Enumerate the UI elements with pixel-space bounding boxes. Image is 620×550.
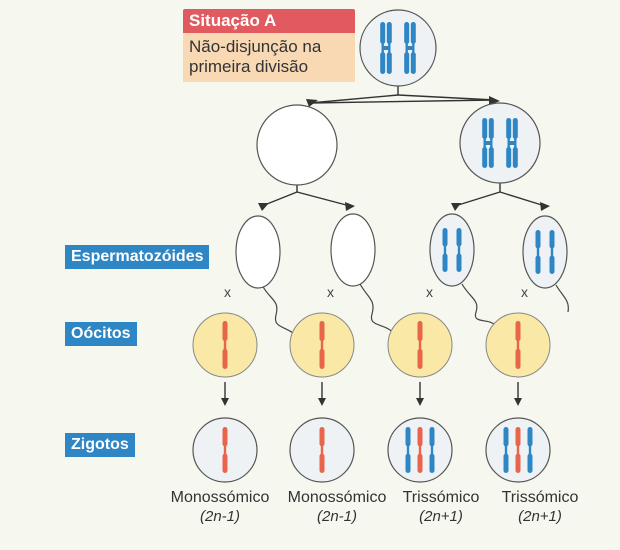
daughter-chromosome-2 [506,118,518,168]
sperm-tail [261,284,301,341]
result-caption-1: Monossómico (2n-1) [155,488,285,526]
zygote-1 [192,417,258,483]
zygote-chromosome-3-red [417,427,423,473]
sperm-chromosome-4-a [535,230,541,274]
down-arrows [221,382,522,406]
oocyte-chromosome-3 [417,321,423,369]
sperm-cell-4 [522,215,569,313]
sperm-tail [359,283,396,336]
down-arrow-3 [416,382,424,406]
cross-symbol-1: x [224,284,231,300]
parent-chromosome-1-chromatid-b [386,22,392,74]
zygote-chromosome-4-blue-b [527,427,533,473]
zygote-chromosome-4-blue-a [503,427,509,473]
result-formula-2: (2n-1) [316,508,357,525]
oocyte-1 [192,312,258,378]
result-caption-2: Monossómico (2n-1) [272,488,402,526]
situation-title: Situação A [183,9,355,33]
result-formula-3: (2n+1) [419,508,463,525]
oocyte-2 [289,312,355,378]
sperm-chromosome-4-b [549,230,555,274]
result-name-1: Monossómico [170,489,270,506]
result-name-3: Trissómico [402,489,480,506]
zygote-chromosome-1-red [222,427,228,473]
situation-box: Situação A Não-disjunção na primeira div… [183,9,355,82]
daughter-chromosome-2-chromatid-a [506,118,512,168]
oocyte-3 [387,312,453,378]
row-label-sperm: Espermatozóides [65,245,210,269]
division-arrowheads [258,96,550,211]
zygote-chromosome-3-blue-a [405,427,411,473]
zygote-chromosome-2-red [319,427,325,473]
sperm-cell-2 [330,213,396,336]
division-lines [261,85,546,207]
oocyte-group [192,312,551,378]
sperm-chromosome-3-b [456,228,462,272]
sperm-tail [555,284,569,313]
zygote-chromosome-4-red [515,427,521,473]
sperm-head [235,215,281,289]
cross-symbol-4: x [521,284,528,300]
parent-chromosome-1-chromatid-a [380,22,386,74]
sperm-cell-1 [235,215,301,341]
daughter-chromosome-2-chromatid-b [512,118,518,168]
zygote-2 [289,417,355,483]
parent-chromosome-2-chromatid-b [410,22,416,74]
oocyte-chromosome-1 [222,321,228,369]
row-label-oocytes: Oócitos [65,322,137,346]
oocyte-chromosome-2 [319,321,325,369]
parent-cell [359,9,437,87]
daughter-chromosome-1-chromatid-b [488,118,494,168]
parent-chromosome-1 [380,22,392,74]
sperm-tail [461,283,496,326]
zygote-4 [485,417,551,483]
daughter-chromosome-1 [482,118,494,168]
sperm-cell-3 [429,213,496,326]
down-arrow-2 [318,382,326,406]
result-formula-4: (2n+1) [518,508,562,525]
result-caption-3: Trissómico (2n+1) [376,488,506,526]
zygote-3 [387,417,453,483]
zygote-group [192,417,551,483]
daughter-chromosome-1-chromatid-a [482,118,488,168]
down-arrow-4 [514,382,522,406]
oocyte-4 [485,312,551,378]
down-arrow-1 [221,382,229,406]
result-name-4: Trissómico [501,489,579,506]
daughter-chromosomes [482,118,518,168]
parent-chromosome-2-chromatid-a [404,22,410,74]
result-formula-1: (2n-1) [199,508,240,525]
parent-chromosomes [380,22,416,74]
result-name-2: Monossómico [287,489,387,506]
parent-chromosome-2 [404,22,416,74]
sperm-group [235,213,569,341]
situation-subtitle: Não-disjunção na primeira divisão [183,33,355,82]
sperm-chromosome-3-a [442,228,448,272]
result-caption-4: Trissómico (2n+1) [475,488,605,526]
sperm-head [429,213,475,287]
cross-symbol-3: x [426,284,433,300]
full-daughter-cell [459,102,541,184]
zygote-chromosome-3-blue-b [429,427,435,473]
row-label-zygotes: Zigotos [65,433,135,457]
empty-daughter-cell [256,104,338,186]
sperm-head [330,213,376,287]
sperm-head [522,215,568,289]
cross-symbol-2: x [327,284,334,300]
oocyte-chromosome-4 [515,321,521,369]
